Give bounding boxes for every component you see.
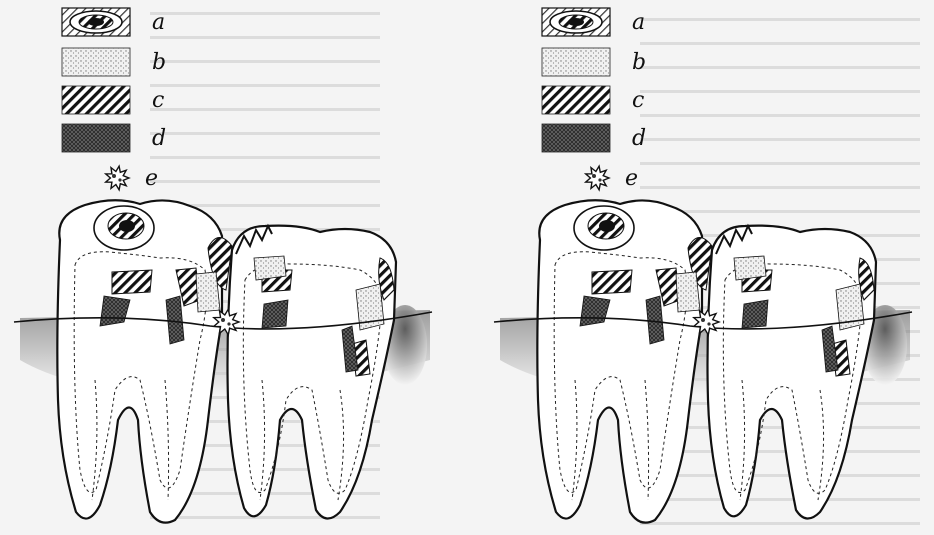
legend-label-b: b xyxy=(152,50,166,75)
ghost-line xyxy=(150,516,380,519)
legend-item-e: e xyxy=(106,166,158,191)
legend-label-a: a xyxy=(632,10,645,35)
teeth-illustration xyxy=(14,200,432,522)
legend-item-a: a xyxy=(62,8,165,36)
lesion-b xyxy=(676,272,700,312)
lesion-d xyxy=(742,300,768,328)
legend-item-d: d xyxy=(542,124,646,152)
lesion-c xyxy=(112,270,152,294)
ghost-line xyxy=(150,132,380,135)
star-dot xyxy=(701,318,705,322)
ghost-line xyxy=(640,522,920,525)
ghost-line xyxy=(640,162,920,165)
ghost-line xyxy=(150,12,380,15)
lesion-b xyxy=(196,272,220,312)
star-lesion-icon xyxy=(586,166,609,190)
star-lesion-icon xyxy=(106,166,129,190)
ghost-line xyxy=(150,60,380,63)
left-molar xyxy=(537,200,702,522)
lesion-b xyxy=(254,256,286,280)
ghost-line xyxy=(640,42,920,45)
legend-swatch-d xyxy=(62,124,130,152)
legend-item-e: e xyxy=(586,166,638,191)
legend-item-c: c xyxy=(62,86,164,114)
legend-swatch-c xyxy=(542,86,610,114)
legend-label-b: b xyxy=(632,50,646,75)
legend-label-c: c xyxy=(632,88,644,113)
legend-item-b: b xyxy=(542,48,646,76)
legend-label-e: e xyxy=(625,166,638,191)
legend-swatch-d xyxy=(542,124,610,152)
ghost-line xyxy=(640,66,920,69)
lesion-b xyxy=(734,256,766,280)
right-molar xyxy=(228,226,397,519)
ghost-line xyxy=(640,90,920,93)
star-dot xyxy=(221,318,225,322)
ghost-line xyxy=(150,108,380,111)
star-dot xyxy=(118,178,121,181)
lesion-d xyxy=(262,300,288,328)
ghost-line xyxy=(150,156,380,159)
legend-swatch-b xyxy=(62,48,130,76)
star-dot xyxy=(598,178,601,181)
ghost-line xyxy=(640,18,920,21)
ghost-line xyxy=(640,474,920,477)
star-dot xyxy=(112,174,116,178)
ghost-line xyxy=(640,138,920,141)
legend-item-c: c xyxy=(542,86,644,114)
legend-item-d: d xyxy=(62,124,166,152)
ghost-line xyxy=(640,186,920,189)
legend-core xyxy=(568,18,584,26)
lesion-c xyxy=(592,270,632,294)
legend-label-a: a xyxy=(152,10,165,35)
lesion-a-core xyxy=(119,220,135,232)
ghost-line xyxy=(150,36,380,39)
legend-label-d: d xyxy=(152,126,166,151)
legend-core xyxy=(88,18,104,26)
legend-swatch-c xyxy=(62,86,130,114)
legend-item-a: a xyxy=(542,8,645,36)
ghost-line xyxy=(150,84,380,87)
star-dot xyxy=(592,174,596,178)
star-dot xyxy=(707,322,710,325)
lesion-a-core xyxy=(599,220,615,232)
left-molar xyxy=(57,200,222,522)
ghost-line xyxy=(150,180,380,183)
legend-swatch-b xyxy=(542,48,610,76)
ghost-line xyxy=(640,114,920,117)
star-dot xyxy=(227,322,230,325)
legend-label-c: c xyxy=(152,88,164,113)
legend-label-d: d xyxy=(632,126,646,151)
ghost-line xyxy=(640,498,920,501)
legend-label-e: e xyxy=(145,166,158,191)
